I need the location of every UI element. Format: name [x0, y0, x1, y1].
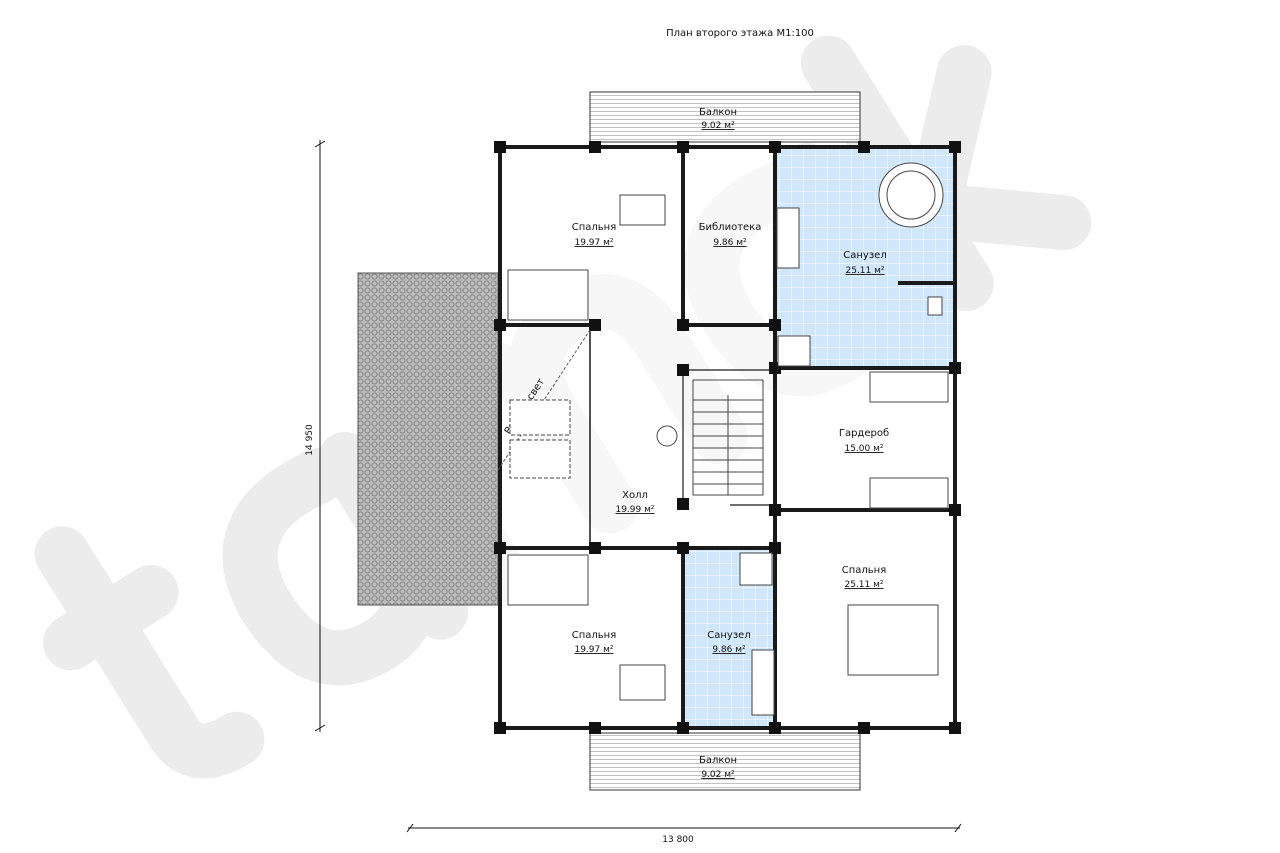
room-name: Спальня	[572, 630, 617, 641]
walls	[498, 145, 957, 730]
shower-icon	[739, 552, 773, 586]
desk-icon	[619, 664, 666, 701]
room-area: 15.00 м²	[844, 444, 883, 454]
furniture	[507, 162, 949, 716]
bed-icon	[507, 554, 589, 606]
balcony-bottom-deck	[589, 732, 861, 791]
room-area: 9.02 м²	[701, 770, 735, 780]
columns	[494, 141, 961, 734]
room-name: Спальня	[842, 565, 887, 576]
toilet-icon	[927, 296, 943, 316]
room-area: 25.11 м²	[844, 580, 883, 590]
room-name: Библиотека	[699, 222, 762, 233]
skylight-icon	[509, 439, 571, 479]
room-name: Балкон	[699, 755, 737, 766]
room-name: Гардероб	[839, 428, 889, 439]
room-area: 19.97 м²	[574, 645, 613, 655]
skylight-icon	[509, 399, 571, 436]
dimension-horizontal	[406, 823, 962, 833]
room-name: Санузел	[707, 630, 750, 641]
bed-icon	[507, 269, 589, 321]
room-area: 9.86 м²	[712, 645, 746, 655]
dimension-width-label: 13 800	[662, 835, 694, 845]
sink-icon	[776, 207, 800, 269]
shower-icon	[777, 335, 811, 367]
page-title: План второго этажа М1:100	[666, 28, 814, 39]
room-area: 9.02 м²	[701, 121, 735, 131]
table-icon	[656, 425, 678, 447]
sink-icon	[751, 649, 775, 716]
room-name: Спальня	[572, 222, 617, 233]
room-name: Санузел	[843, 250, 886, 261]
desk-icon	[619, 194, 666, 226]
room-area: 19.99 м²	[615, 505, 654, 515]
balcony-top-deck	[589, 91, 861, 143]
room-name: Холл	[622, 490, 648, 501]
staircase	[692, 379, 764, 496]
room-labels: Балкон 9.02 м² Спальня 19.97 м² Библиоте…	[572, 107, 889, 780]
room-area: 25.11 м²	[845, 266, 884, 276]
bed-icon	[847, 604, 939, 676]
room-area: 19.97 м²	[574, 238, 613, 248]
roof-hatch	[357, 272, 499, 606]
room-name: Балкон	[699, 107, 737, 118]
dimension-height-label: 14 950	[305, 424, 315, 456]
room-area: 9.86 м²	[713, 238, 747, 248]
wardrobe-icon	[869, 477, 949, 509]
dimension-vertical	[314, 140, 326, 732]
wardrobe-icon	[869, 371, 949, 403]
